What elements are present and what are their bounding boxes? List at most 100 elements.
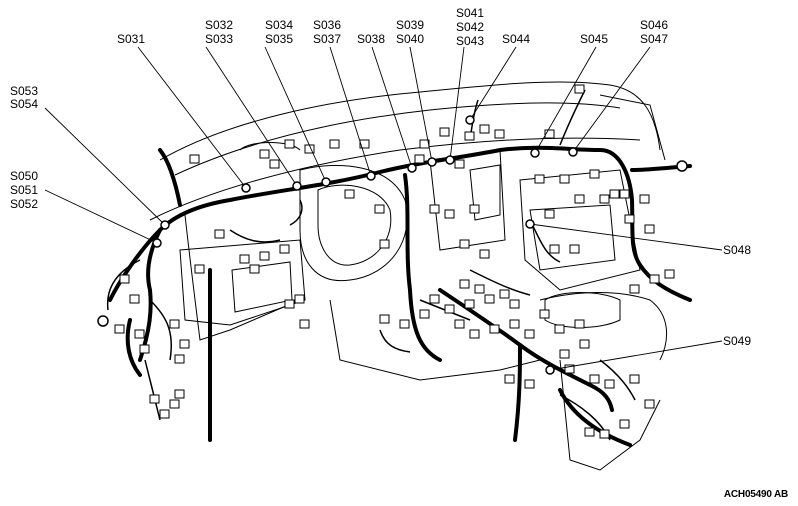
label-s037: S037 <box>313 32 342 46</box>
connector-block <box>629 284 640 294</box>
label-s048: S048 <box>723 243 752 257</box>
connector-block <box>599 429 610 439</box>
connector-block <box>214 229 225 239</box>
connector-block <box>469 204 480 214</box>
connector-block <box>279 244 290 254</box>
connector-block <box>549 244 560 254</box>
label-s036: S036 <box>313 18 342 32</box>
label-s032: S032 <box>205 18 234 32</box>
connector-block <box>469 329 480 339</box>
connector-block <box>504 374 515 384</box>
connector-block <box>459 239 470 249</box>
label-s042: S042 <box>456 20 485 34</box>
connector-block <box>569 244 580 254</box>
label-s034: S034 <box>265 18 294 32</box>
connector-block <box>644 224 655 234</box>
connector-block <box>589 374 600 384</box>
connector-block <box>574 194 585 204</box>
connector-block <box>499 289 510 299</box>
connector-block <box>544 209 555 219</box>
connector-block <box>664 269 675 279</box>
connector-block <box>429 204 440 214</box>
connector-block <box>344 189 355 199</box>
connector-block <box>169 399 180 409</box>
connector-block <box>539 309 550 319</box>
connector-block <box>179 339 190 349</box>
connectors <box>114 84 675 439</box>
connector-block <box>439 127 450 137</box>
label-s054: S054 <box>10 97 39 111</box>
connector-block <box>509 299 520 309</box>
connector-block <box>639 194 650 204</box>
connector-block <box>574 84 585 94</box>
connector-block <box>489 324 500 334</box>
label-s031: S031 <box>117 32 146 46</box>
connector-block <box>554 324 565 334</box>
connector-block <box>269 159 280 169</box>
label-s053: S053 <box>10 84 39 98</box>
connector-block <box>379 239 390 249</box>
connector-block <box>259 251 270 261</box>
connector-block <box>129 294 140 304</box>
connector-block <box>239 254 250 264</box>
label-s043: S043 <box>456 34 485 48</box>
connector-block <box>174 354 185 364</box>
label-s052: S052 <box>10 197 39 211</box>
connector-block <box>534 174 545 184</box>
connector-block <box>479 249 490 259</box>
connector-block <box>194 264 205 274</box>
connector-block <box>464 299 475 309</box>
connector-block <box>474 284 485 294</box>
connector-block <box>149 394 160 404</box>
connector-block <box>524 379 535 389</box>
reference-code: ACH05490 AB <box>723 489 788 500</box>
connector-block <box>159 409 170 419</box>
label-s045: S045 <box>580 32 609 46</box>
connector-block <box>444 304 455 314</box>
connector-block <box>259 149 270 159</box>
connector-block <box>284 139 295 149</box>
connector-block <box>459 279 470 289</box>
connector-block <box>619 419 630 429</box>
connector-block <box>284 299 295 309</box>
connector-block <box>599 194 610 204</box>
connector-block <box>379 314 390 324</box>
label-s039: S039 <box>396 18 425 32</box>
label-s035: S035 <box>265 32 294 46</box>
label-s041: S041 <box>456 6 485 20</box>
connector-block <box>414 154 425 164</box>
connector-block <box>479 124 490 134</box>
connector-block <box>574 319 585 329</box>
connector-block <box>169 319 180 329</box>
connector-block <box>509 319 520 329</box>
connector-block <box>299 319 310 329</box>
connector-block <box>609 189 620 199</box>
connector-block <box>619 189 630 199</box>
connector-block <box>294 294 305 304</box>
connector-block <box>484 294 495 304</box>
connector-block <box>119 274 130 284</box>
connector-block <box>649 274 660 284</box>
connector-block <box>114 324 125 334</box>
connector-block <box>629 374 640 384</box>
connector-block <box>564 364 575 374</box>
connector-block <box>399 319 410 329</box>
label-s044: S044 <box>502 32 531 46</box>
label-s047: S047 <box>640 32 669 46</box>
connector-block <box>579 339 590 349</box>
connector-block <box>464 131 475 141</box>
label-s040: S040 <box>396 32 425 46</box>
connector-block <box>444 209 455 219</box>
connector-block <box>544 129 555 139</box>
connector-block <box>429 294 440 304</box>
connector-block <box>644 399 655 409</box>
connector-block <box>419 309 430 319</box>
connector-block <box>454 319 465 329</box>
label-s051: S051 <box>10 183 39 197</box>
connector-block <box>374 204 385 214</box>
connector-block <box>589 169 600 179</box>
leader-lines <box>44 46 723 371</box>
connector-block <box>524 329 535 339</box>
connector-block <box>559 174 570 184</box>
